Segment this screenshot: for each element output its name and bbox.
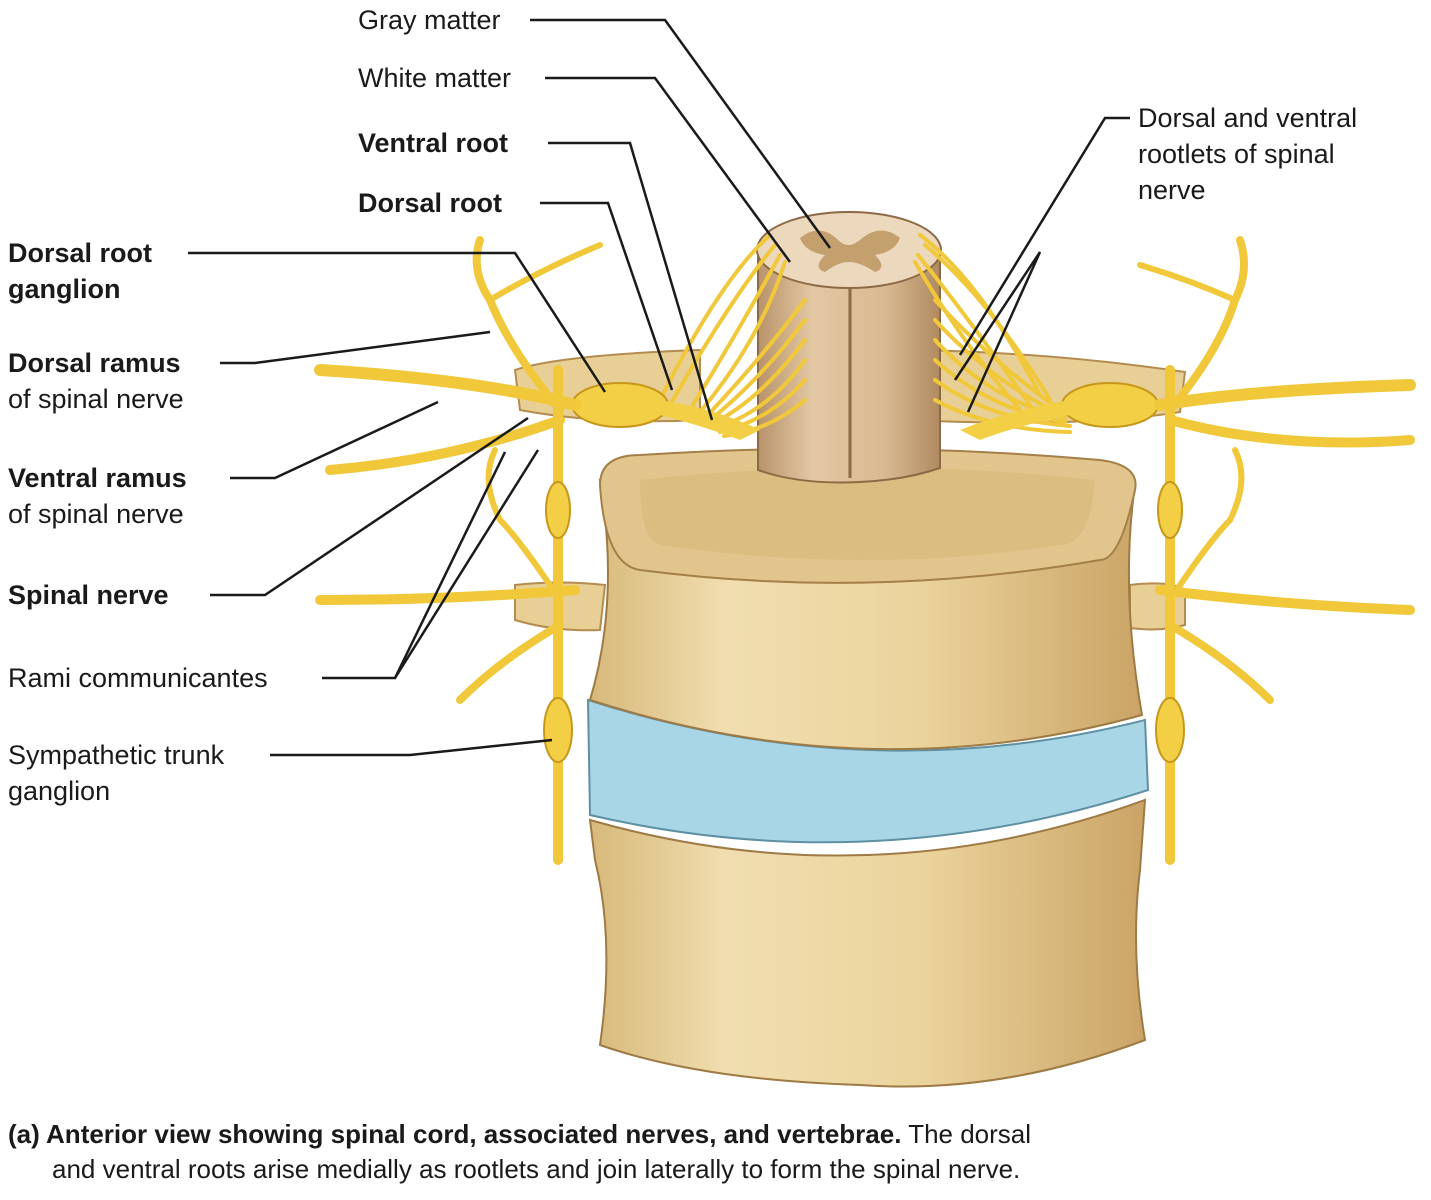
leader-gray-matter: [530, 18, 832, 249]
label-dorsal-ramus: Dorsal ramus of spinal nerve: [8, 345, 184, 417]
label-dorsal-ramus-line1: Dorsal ramus: [8, 348, 181, 378]
label-rootlets-line2: rootlets of spinal: [1138, 139, 1335, 169]
leader-ventral-ramus: [230, 400, 439, 480]
label-ventral-root: Ventral root: [358, 128, 509, 158]
leader-rami-communicantes-a: [322, 451, 507, 680]
caption-bold: (a) Anterior view showing spinal cord, a…: [8, 1119, 902, 1149]
spinal-cord: [756, 211, 942, 484]
label-sympathetic-trunk-ganglion: Sympathetic trunk ganglion: [8, 737, 224, 809]
dorsal-root-ganglion-left: [571, 382, 669, 428]
figure-caption: (a) Anterior view showing spinal cord, a…: [8, 1117, 1423, 1187]
leader-rami-communicantes-b: [393, 449, 540, 679]
label-sympathetic-trunk-line1: Sympathetic trunk: [8, 740, 225, 770]
label-rootlets: Dorsal and ventral rootlets of spinal ne…: [1138, 100, 1357, 208]
leader-dorsal-ramus: [220, 330, 491, 365]
label-dorsal-root-ganglion: Dorsal root ganglion: [8, 235, 152, 307]
label-dorsal-ramus-line2: of spinal nerve: [8, 384, 184, 414]
caption-rest-1: The dorsal: [901, 1119, 1032, 1149]
lower-vertebral-body: [588, 798, 1147, 1088]
leader-rootlets-a: [958, 116, 1130, 356]
label-white-matter: White matter: [358, 63, 512, 93]
leader-dorsal-root-ganglion: [188, 251, 607, 393]
label-ventral-ramus-line1: Ventral ramus: [8, 463, 187, 493]
label-dorsal-root-ganglion-line1: Dorsal root: [8, 238, 153, 268]
leader-dorsal-root: [540, 201, 674, 391]
leader-ventral-root: [548, 141, 714, 421]
label-rootlets-line3: nerve: [1138, 175, 1206, 205]
leader-rootlets-c: [966, 251, 1042, 413]
leader-lines: [188, 18, 1130, 757]
leader-rootlets-b: [953, 251, 1042, 381]
label-dorsal-root-ganglion-line2: ganglion: [8, 274, 121, 304]
sympathetic-trunk-ganglion-left-upper: [545, 481, 571, 539]
caption-rest-2: and ventral roots arise medially as root…: [52, 1154, 1021, 1184]
label-dorsal-root: Dorsal root: [358, 188, 503, 218]
dorsal-root-ganglion-right: [1061, 382, 1159, 428]
spinal-cord-illustration: [188, 18, 1416, 1088]
sympathetic-trunk-ganglion-right: [1155, 697, 1185, 763]
spinal-nerves: [314, 236, 1416, 865]
label-spinal-nerve: Spinal nerve: [8, 580, 169, 610]
label-ventral-ramus: Ventral ramus of spinal nerve: [8, 460, 187, 532]
sympathetic-trunk-ganglion-left: [543, 697, 573, 763]
label-sympathetic-trunk-line2: ganglion: [8, 776, 111, 806]
sympathetic-trunk-ganglion-right-upper: [1157, 481, 1183, 539]
leader-spinal-nerve: [210, 416, 529, 597]
label-gray-matter: Gray matter: [358, 5, 501, 35]
leader-sympathetic-trunk: [270, 738, 553, 757]
label-ventral-ramus-line2: of spinal nerve: [8, 499, 184, 529]
label-rami-communicantes: Rami communicantes: [8, 663, 268, 693]
leader-white-matter: [545, 76, 792, 263]
label-rootlets-line1: Dorsal and ventral: [1138, 103, 1358, 133]
